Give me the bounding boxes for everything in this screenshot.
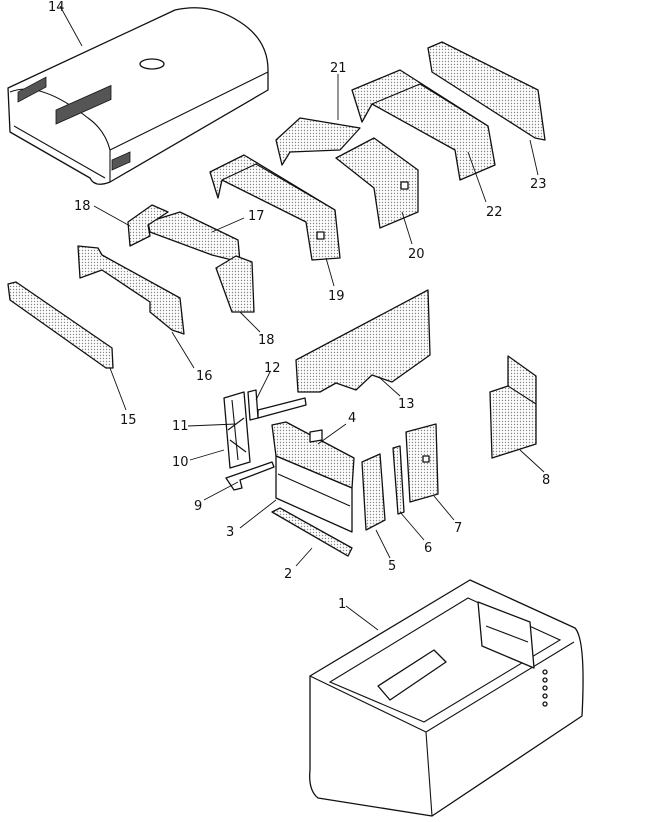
part-9-strip — [225, 461, 275, 491]
callout-5: 5 — [388, 559, 396, 574]
callout-21: 21 — [330, 61, 347, 76]
callout-9: 9 — [194, 499, 202, 514]
part-2-strip — [271, 507, 353, 557]
part-23-pad — [427, 41, 546, 141]
callout-14: 14 — [48, 0, 65, 15]
part-6-strip — [392, 445, 405, 515]
part-10-11-bracket — [223, 391, 251, 469]
callout-4: 4 — [348, 411, 356, 426]
callout-17: 17 — [248, 209, 265, 224]
callout-20: 20 — [408, 247, 425, 262]
part-17-pad — [147, 211, 241, 263]
callout-3: 3 — [226, 525, 234, 540]
callout-18a: 18 — [74, 199, 91, 214]
callout-8: 8 — [542, 473, 550, 488]
part-7-pad — [405, 423, 439, 503]
part-20-pad — [335, 137, 419, 229]
callout-23: 23 — [530, 177, 547, 192]
hood-grille — [17, 76, 131, 171]
callout-6: 6 — [424, 541, 432, 556]
callout-10: 10 — [172, 455, 189, 470]
callout-12: 12 — [264, 361, 281, 376]
part-21-pad — [275, 117, 361, 166]
callout-22: 22 — [486, 205, 503, 220]
callout-18b: 18 — [258, 333, 275, 348]
part-4-pad — [271, 421, 355, 489]
callout-13: 13 — [398, 397, 415, 412]
part-13-pad — [295, 289, 431, 393]
callout-15: 15 — [120, 413, 137, 428]
callout-11: 11 — [172, 419, 189, 434]
callout-7: 7 — [454, 521, 462, 536]
part-8-pad — [489, 355, 537, 459]
callout-2: 2 — [284, 567, 292, 582]
part-12-bracket — [247, 389, 307, 421]
callout-19: 19 — [328, 289, 345, 304]
part-15-pad — [7, 281, 114, 369]
part-5-pad — [361, 453, 386, 531]
callout-labels: 14 21 23 22 18 17 20 19 18 16 12 13 15 1… — [48, 0, 550, 612]
part-1-base — [309, 579, 584, 817]
part-18-left-pad — [127, 204, 169, 247]
part-16-pad — [77, 245, 185, 335]
part-14-hood — [7, 7, 269, 185]
part-3-panel — [275, 455, 353, 533]
callout-16: 16 — [196, 369, 213, 384]
part-18-right-pad — [215, 255, 255, 313]
callout-1: 1 — [338, 597, 346, 612]
part-19-pad — [209, 154, 341, 261]
leader-lines — [59, 5, 545, 631]
part-22-pad — [351, 69, 496, 181]
